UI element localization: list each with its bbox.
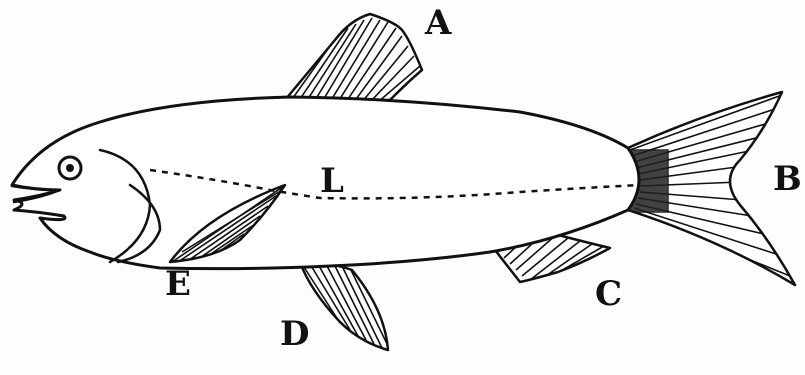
- label-anal-fin: C: [595, 274, 622, 314]
- label-lateral-line: L: [320, 161, 344, 201]
- label-caudal-fin: B: [773, 159, 802, 199]
- label-pectoral-fin: E: [165, 264, 191, 304]
- label-pelvic-fin: D: [280, 314, 309, 354]
- label-dorsal-fin: A: [424, 3, 452, 43]
- pelvic-fin: [300, 262, 390, 350]
- caudal-fin: [628, 92, 795, 285]
- dorsal-fin: [285, 14, 424, 102]
- eye: [59, 157, 81, 179]
